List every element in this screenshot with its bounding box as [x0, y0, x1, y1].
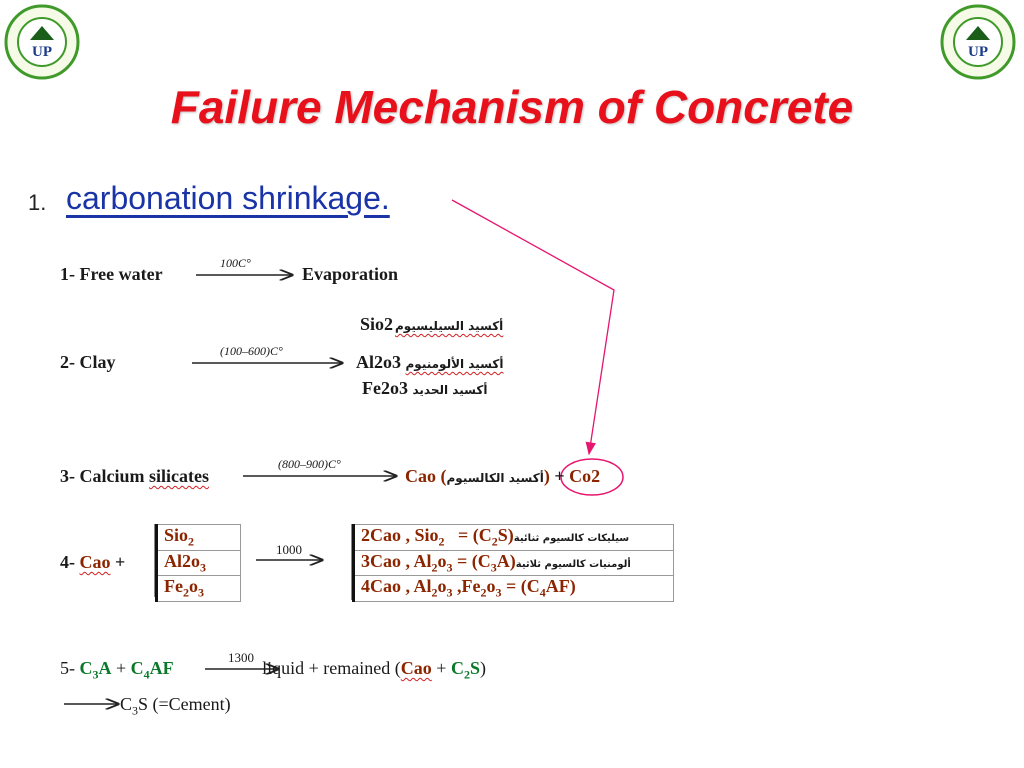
logo-text: UP [32, 44, 52, 60]
step2-product-fe2o3: Fe2o3 أكسيد الحديد [362, 378, 488, 398]
step5-reaction: 5- C3A + C4AF liquid + remained (Cao + C… [60, 658, 486, 682]
university-logo-left: UP [4, 4, 80, 80]
step3-condition: (800–900)C° [278, 457, 341, 471]
co2-label: Co2 [569, 466, 601, 486]
step2-label: 2- Clay [60, 352, 116, 372]
step2-condition: (100–600)C° [220, 344, 283, 358]
item-number: 1. [28, 190, 47, 215]
step1-condition: 100C° [220, 256, 251, 270]
co2-highlight-circle [560, 458, 624, 496]
item-heading: carbonation shrinkage. [66, 180, 390, 216]
slide-title: Failure Mechanism of Concrete [170, 81, 854, 133]
reactant-oxides-table: Sio2 Al2o3 Fe2o3 [155, 524, 241, 602]
step4-condition: 1000 [276, 542, 302, 557]
cement-compounds-table: 2Cao , Sio2 = (C2S)سيليكات كالسيوم ثنائي… [352, 524, 674, 602]
step5-condition: 1300 [228, 650, 254, 665]
step3-label: 3- Calcium silicates [60, 466, 209, 486]
step5-result: C3S (=Cement) [120, 694, 231, 718]
step4-label: 4- Cao + [60, 552, 126, 572]
step1-product: Evaporation [302, 264, 399, 284]
annotation-pointer [451, 199, 615, 456]
step2-product-al2o3: Al2o3 أكسيد الألومنيوم [356, 352, 504, 372]
university-logo-right: UP [940, 4, 1016, 80]
step1-label: 1- Free water [60, 264, 163, 284]
step3-product: Cao (أكسيد الكالسيوم) + Co2 [405, 466, 601, 486]
logo-text: UP [968, 44, 988, 60]
